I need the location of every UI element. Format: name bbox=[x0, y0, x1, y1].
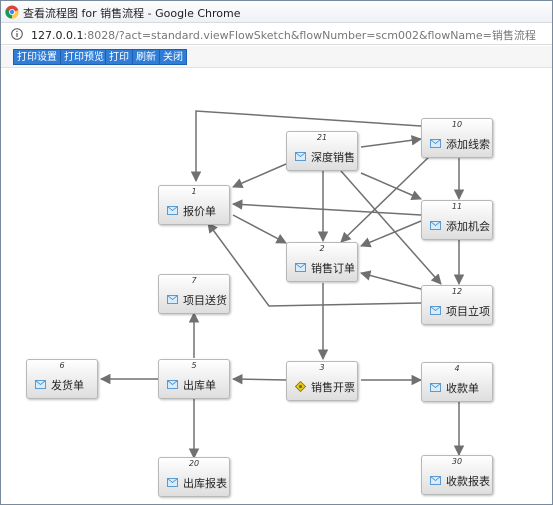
node-label: 销售订单 bbox=[311, 262, 355, 275]
mail-icon bbox=[430, 306, 441, 315]
node-label: 发货单 bbox=[51, 379, 84, 392]
edge-21-to-1 bbox=[232, 163, 287, 189]
edge-10-to-2 bbox=[340, 152, 434, 243]
flow-node-20[interactable]: 20 出库报表 bbox=[158, 457, 230, 497]
node-id: 12 bbox=[451, 287, 463, 296]
toolbar: 打印设置 打印预览 打印 刷新 关闭 bbox=[1, 46, 552, 68]
mail-icon bbox=[430, 139, 441, 148]
node-id: 4 bbox=[454, 364, 460, 373]
url-path: :8028/?act=standard.viewFlowSketch&flowN… bbox=[83, 29, 536, 42]
edge-11-to-1 bbox=[231, 199, 422, 216]
node-id: 6 bbox=[59, 361, 65, 370]
node-label: 出库报表 bbox=[183, 477, 227, 490]
window-title: 查看流程图 for 销售流程 - Google Chrome bbox=[23, 7, 241, 20]
node-label: 出库单 bbox=[183, 379, 216, 392]
flow-node-5[interactable]: 5 出库单 bbox=[158, 359, 230, 399]
flow-node-2[interactable]: 2 销售订单 bbox=[286, 242, 358, 282]
flow-node-4[interactable]: 4 收款单 bbox=[421, 362, 493, 402]
mail-icon bbox=[430, 221, 441, 230]
info-icon[interactable] bbox=[11, 28, 23, 40]
flow-node-21[interactable]: 21 深度销售 bbox=[286, 131, 358, 171]
node-id: 11 bbox=[451, 202, 463, 211]
flow-node-6[interactable]: 6 发货单 bbox=[26, 359, 98, 399]
node-id: 20 bbox=[188, 459, 200, 468]
node-id: 2 bbox=[319, 244, 325, 253]
node-id: 1 bbox=[191, 187, 197, 196]
edge-21-to-10 bbox=[360, 135, 423, 148]
mail-icon bbox=[430, 383, 441, 392]
flow-edges bbox=[99, 110, 465, 460]
flow-node-7[interactable]: 7 项目送货 bbox=[158, 274, 230, 314]
node-label: 报价单 bbox=[183, 205, 216, 218]
address-bar[interactable]: 127.0.0.1:8028/?act=standard.viewFlowSke… bbox=[1, 23, 552, 45]
print-preview-button[interactable]: 打印预览 bbox=[60, 49, 108, 65]
flow-node-11[interactable]: 11 添加机会 bbox=[421, 200, 493, 240]
url-host: 127.0.0.1 bbox=[31, 29, 84, 42]
close-button[interactable]: 关闭 bbox=[159, 49, 187, 65]
edge-10-to-1 bbox=[190, 110, 422, 183]
edge-21-to-12 bbox=[340, 170, 442, 285]
diamond-icon bbox=[295, 381, 306, 392]
mail-icon bbox=[430, 476, 441, 485]
node-label: 深度销售 bbox=[311, 151, 355, 164]
node-label: 项目立项 bbox=[446, 305, 490, 318]
flow-canvas bbox=[1, 69, 552, 505]
node-id: 21 bbox=[316, 133, 328, 142]
node-id: 7 bbox=[191, 276, 197, 285]
node-label: 收款报表 bbox=[446, 475, 490, 488]
node-id: 5 bbox=[191, 361, 197, 370]
title-bar: 查看流程图 for 销售流程 - Google Chrome bbox=[1, 1, 552, 23]
mail-icon bbox=[295, 263, 306, 272]
edge-12-to-1 bbox=[207, 222, 422, 307]
node-label: 添加线索 bbox=[446, 138, 490, 151]
flow-node-1[interactable]: 1 报价单 bbox=[158, 185, 230, 225]
node-label: 添加机会 bbox=[446, 220, 490, 233]
flow-node-3[interactable]: 3 销售开票 bbox=[286, 361, 358, 401]
print-button[interactable]: 打印 bbox=[105, 49, 133, 65]
node-id: 30 bbox=[451, 457, 463, 466]
edge-11-to-2 bbox=[360, 220, 422, 248]
edge-12-to-2 bbox=[359, 270, 422, 290]
node-id: 3 bbox=[319, 363, 325, 372]
mail-icon bbox=[35, 380, 46, 389]
flow-node-12[interactable]: 12 项目立项 bbox=[421, 285, 493, 325]
flow-node-30[interactable]: 30 收款报表 bbox=[421, 455, 493, 495]
mail-icon bbox=[167, 380, 178, 389]
refresh-button[interactable]: 刷新 bbox=[132, 49, 160, 65]
print-settings-button[interactable]: 打印设置 bbox=[13, 49, 61, 65]
edge-3-to-5 bbox=[231, 373, 287, 385]
mail-icon bbox=[167, 295, 178, 304]
mail-icon bbox=[295, 152, 306, 161]
node-id: 10 bbox=[451, 120, 463, 129]
edge-21-to-11 bbox=[360, 172, 422, 201]
url-text[interactable]: 127.0.0.1:8028/?act=standard.viewFlowSke… bbox=[31, 27, 536, 43]
mail-icon bbox=[167, 206, 178, 215]
chrome-icon bbox=[5, 5, 19, 19]
node-label: 项目送货 bbox=[183, 294, 227, 307]
flow-node-10[interactable]: 10 添加线索 bbox=[421, 118, 493, 158]
edge-1-to-2 bbox=[232, 214, 287, 244]
mail-icon bbox=[167, 478, 178, 487]
node-label: 销售开票 bbox=[311, 381, 355, 394]
node-label: 收款单 bbox=[446, 382, 479, 395]
